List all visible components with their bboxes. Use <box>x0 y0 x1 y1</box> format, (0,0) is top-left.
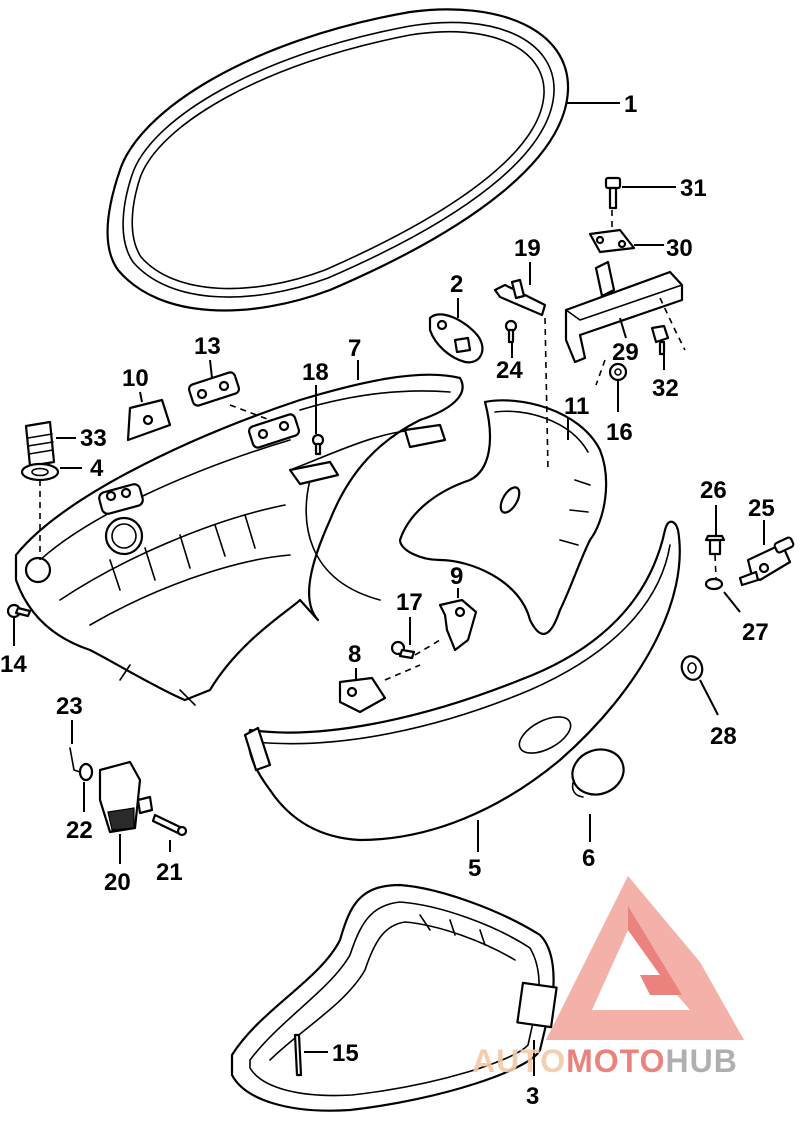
part-11-motor-cover-front <box>398 399 608 635</box>
part-33-grommet <box>24 420 56 468</box>
part-14-screw <box>6 603 32 619</box>
callout-7: 7 <box>348 335 361 362</box>
watermark-text-hub: HUB <box>665 1043 737 1079</box>
callout-15: 15 <box>332 1040 359 1067</box>
part-32-screw <box>650 324 670 356</box>
callout-22: 22 <box>66 817 93 844</box>
part-9-latch-lever <box>438 598 478 652</box>
callout-9: 9 <box>450 563 463 590</box>
watermark-text-moto: MOTO <box>566 1043 665 1079</box>
callouts: 1 2 3 4 5 6 7 8 9 10 11 13 14 15 16 17 1… <box>0 91 775 1110</box>
part-7-motor-cover-rear <box>14 373 464 706</box>
callout-29: 29 <box>612 339 639 366</box>
part-26-screw <box>704 534 726 556</box>
part-18-screw <box>311 433 325 456</box>
callout-25: 25 <box>748 495 775 522</box>
part-17-screw <box>390 640 416 660</box>
part-29-latch-bracket <box>564 260 684 364</box>
part-31-bolt <box>604 176 622 210</box>
callout-16: 16 <box>606 419 633 446</box>
part-2-latch-pad <box>428 313 484 364</box>
callout-10: 10 <box>122 365 149 392</box>
part-13-latch-bracket <box>187 371 241 407</box>
callout-8: 8 <box>348 641 361 668</box>
part-15-pin <box>293 1033 303 1077</box>
callout-21: 21 <box>156 859 183 886</box>
part-10-block <box>126 398 172 442</box>
callout-32: 32 <box>652 375 679 402</box>
callout-30: 30 <box>666 235 693 262</box>
part-16-nut <box>608 362 628 382</box>
callout-14: 14 <box>0 651 27 678</box>
callout-1: 1 <box>624 91 637 118</box>
callout-6: 6 <box>582 845 595 872</box>
part-5-motor-cover-shell <box>243 520 681 842</box>
part-22-washer <box>78 762 94 782</box>
assembly-lines <box>39 210 717 681</box>
part-6-plug <box>571 748 625 798</box>
callout-18: 18 <box>302 359 329 386</box>
callout-27: 27 <box>742 619 769 646</box>
part-4-washer <box>20 462 60 482</box>
callout-3: 3 <box>526 1083 539 1110</box>
part-21-pin <box>151 813 188 837</box>
callout-17: 17 <box>396 589 423 616</box>
part-19-bracket <box>493 278 547 317</box>
callout-4: 4 <box>90 455 104 482</box>
callout-11: 11 <box>564 393 589 420</box>
callout-24: 24 <box>496 357 523 384</box>
callout-19: 19 <box>514 235 541 262</box>
part-23-cotter-pin <box>69 747 81 773</box>
part-20-latch-handle <box>98 760 154 834</box>
part-3-bottom-tray <box>230 883 558 1112</box>
callout-5: 5 <box>468 855 481 882</box>
part-24-screw <box>504 319 518 344</box>
automotohub-watermark: AUTOMOTOHUB <box>472 876 744 1079</box>
callout-28: 28 <box>710 723 737 750</box>
watermark-text: AUTOMOTOHUB <box>472 1043 738 1079</box>
watermark-text-auto: AUTO <box>472 1043 566 1079</box>
part-1-cowl-seal <box>106 8 570 312</box>
part-8-latch <box>338 676 387 714</box>
part-25-fitting <box>738 536 795 587</box>
watermark-g-icon <box>628 906 682 995</box>
callout-2: 2 <box>450 271 463 298</box>
leader-lines <box>13 102 765 1076</box>
callout-20: 20 <box>104 869 131 896</box>
callout-23: 23 <box>56 693 83 720</box>
callout-13: 13 <box>194 333 221 360</box>
callout-33: 33 <box>80 425 107 452</box>
part-28-washer <box>680 655 704 681</box>
callout-31: 31 <box>680 175 707 202</box>
part-30-plate <box>588 228 636 254</box>
part-27-washer <box>704 577 724 591</box>
callout-26: 26 <box>700 477 727 504</box>
